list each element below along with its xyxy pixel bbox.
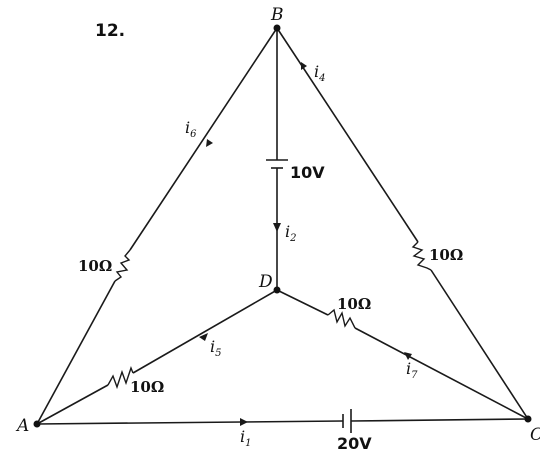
wire-dc-upper bbox=[276, 289, 329, 316]
resistor-ad-label: 10Ω bbox=[130, 378, 164, 396]
arrow-i6 bbox=[206, 139, 213, 147]
resistor-bc-label: 10Ω bbox=[429, 246, 463, 264]
arrow-i7 bbox=[404, 352, 412, 360]
battery-ac-label: 20V bbox=[337, 434, 372, 453]
wire-ad-upper bbox=[132, 289, 278, 374]
node-a-dot bbox=[33, 420, 41, 428]
current-i7-label: i7 bbox=[406, 359, 418, 381]
wire-ad-lower bbox=[36, 384, 109, 425]
wire-dc-lower bbox=[354, 327, 529, 420]
node-b-dot bbox=[273, 24, 281, 32]
node-d-label: D bbox=[258, 272, 273, 292]
battery-bd-label: 10V bbox=[290, 163, 325, 182]
node-b-label: B bbox=[270, 5, 284, 25]
arrow-i2 bbox=[273, 223, 281, 232]
current-i1-label: i1 bbox=[240, 427, 252, 449]
current-i6-label: i6 bbox=[185, 118, 197, 140]
resistor-ab bbox=[114, 249, 131, 282]
wire-ac-right bbox=[350, 418, 529, 422]
node-d-dot bbox=[273, 286, 281, 294]
wire-ab-lower bbox=[36, 280, 116, 425]
wire-ab-upper bbox=[129, 27, 278, 251]
resistor-bc bbox=[411, 241, 432, 271]
problem-number: 12. bbox=[95, 21, 125, 41]
wire-bc-upper bbox=[276, 27, 419, 243]
current-i2-label: i2 bbox=[285, 222, 297, 244]
resistor-ad bbox=[107, 365, 134, 390]
current-i4-label: i4 bbox=[314, 62, 326, 84]
wire-ac-left bbox=[36, 420, 344, 425]
arrow-i1 bbox=[240, 418, 248, 426]
resistor-dc bbox=[327, 308, 356, 329]
resistor-ab-label: 10Ω bbox=[78, 257, 112, 275]
node-c-label: C bbox=[530, 425, 540, 445]
arrow-i4 bbox=[301, 62, 307, 70]
resistor-dc-label: 10Ω bbox=[337, 295, 371, 313]
wire-bc-lower bbox=[430, 269, 529, 420]
arrow-i5 bbox=[199, 333, 208, 341]
node-c-dot bbox=[524, 415, 532, 423]
current-i5-label: i5 bbox=[210, 337, 222, 359]
node-a-label: A bbox=[15, 416, 29, 436]
